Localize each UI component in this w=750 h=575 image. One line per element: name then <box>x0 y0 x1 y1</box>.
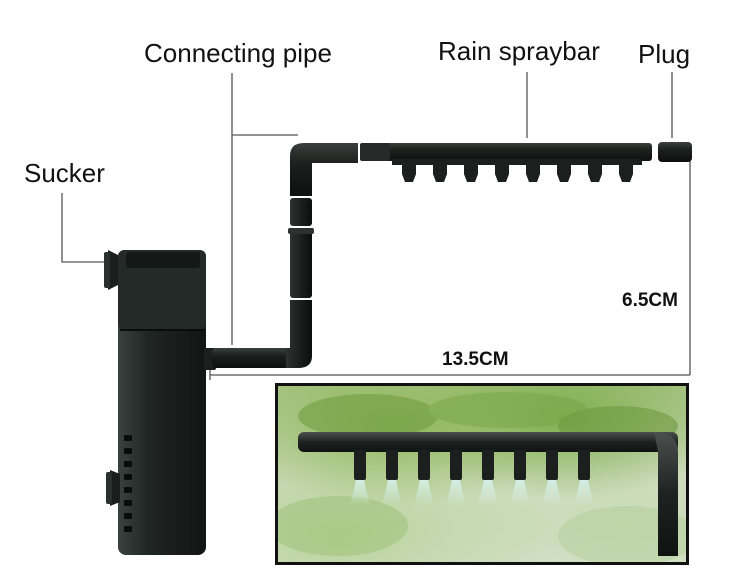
connecting-pipe <box>212 143 358 368</box>
inset-photo-drawing <box>278 392 686 562</box>
inset-nozzles <box>350 450 594 506</box>
label-plug: Plug <box>638 39 691 69</box>
sucker-bottom <box>106 470 120 506</box>
dimension-width: 13.5CM <box>442 349 509 370</box>
label-sucker: Sucker <box>24 158 105 188</box>
sucker-top <box>104 250 118 290</box>
spraybar-nozzles <box>402 164 633 182</box>
label-connecting-pipe: Connecting pipe <box>144 38 332 68</box>
label-rain-spraybar: Rain spraybar <box>438 36 600 66</box>
leader-connecting-pipe <box>231 73 298 136</box>
pump-body <box>118 250 206 555</box>
dimension-height: 6.5CM <box>622 290 678 311</box>
leader-sucker <box>61 193 108 263</box>
plug <box>658 142 692 162</box>
rain-spraybar <box>360 143 652 182</box>
inset-photo <box>275 383 689 565</box>
